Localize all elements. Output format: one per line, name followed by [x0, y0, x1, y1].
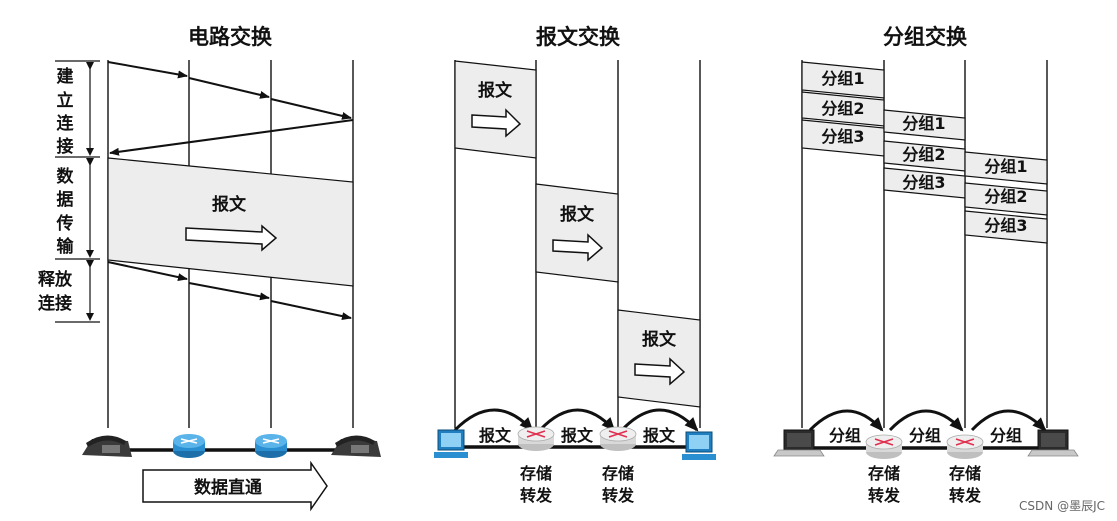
release-arrow-3	[270, 300, 352, 321]
router-icon	[517, 426, 555, 452]
message-band-3-label: 报文	[642, 329, 677, 350]
switch-icon	[172, 433, 206, 459]
svg-text:连: 连	[57, 113, 75, 134]
phase-setup-label: 建 立 连 接	[57, 66, 75, 157]
packet-label: 分组1	[984, 157, 1027, 176]
release-arrow-2	[188, 282, 270, 301]
svg-text:存储: 存储	[949, 464, 981, 483]
message-band-3	[617, 309, 701, 408]
svg-text:转发: 转发	[520, 486, 553, 505]
phase-transfer-label: 数 据 传 输	[56, 166, 75, 257]
packet-box	[801, 61, 885, 99]
link-label: 报文	[643, 426, 676, 445]
message-title: 报文交换	[536, 25, 621, 49]
svg-text:连接: 连接	[38, 293, 72, 314]
setup-arrow-2	[188, 77, 270, 99]
message-switching-panel: 报文交换 报文 报文 报文 报文 报文 报文 存储 转发 存储 转发	[433, 25, 717, 505]
packet-label: 分组2	[821, 99, 864, 118]
telephone-icon	[331, 435, 381, 457]
packet-box	[964, 151, 1048, 185]
link-label: 分组	[909, 426, 941, 445]
svg-text:存储: 存储	[520, 464, 552, 483]
hop-arrow	[888, 409, 964, 432]
circuit-data-band	[107, 157, 354, 287]
svg-text:立: 立	[57, 90, 74, 111]
message-arrow	[552, 233, 604, 262]
packet-label: 分组1	[821, 69, 864, 88]
link-label: 报文	[479, 426, 512, 445]
router-icon	[946, 434, 984, 460]
setup-arrow-1	[107, 61, 188, 79]
packet-box	[964, 210, 1048, 244]
svg-text:据: 据	[57, 189, 74, 210]
message-band-1-label: 报文	[478, 80, 513, 101]
hop-arrow	[538, 408, 616, 432]
release-arrow-1	[107, 261, 188, 282]
store-forward-label: 存储 转发	[520, 464, 553, 505]
message-band-1	[454, 60, 537, 159]
router-icon	[865, 434, 903, 460]
svg-text:转发: 转发	[949, 486, 982, 505]
packet-title: 分组交换	[883, 25, 968, 49]
packet-label: 分组3	[821, 127, 864, 146]
computer-icon	[433, 429, 469, 459]
hop-arrow	[453, 408, 534, 432]
message-arrow	[634, 357, 686, 386]
svg-text:数: 数	[57, 166, 75, 187]
packet-label: 分组2	[984, 187, 1027, 206]
svg-text:输: 输	[57, 236, 75, 257]
laptop-icon	[773, 429, 825, 457]
circuit-switching-panel: 电路交换 报文 建 立 连 接	[38, 25, 381, 512]
watermark: CSDN @墨辰JC	[1019, 499, 1105, 513]
link-label: 分组	[990, 426, 1022, 445]
store-forward-label: 存储 转发	[868, 464, 901, 505]
svg-text:转发: 转发	[868, 486, 901, 505]
packet-switching-panel: 分组交换 分组1 分组2 分组3 分组1 分组2 分组3 分组1 分组2 分组3	[773, 25, 1079, 505]
router-icon	[599, 426, 637, 452]
packet-box	[883, 109, 966, 141]
laptop-icon	[1027, 429, 1079, 457]
packet-box	[964, 182, 1048, 216]
setup-arrow-3	[270, 98, 352, 120]
svg-text:转发: 转发	[602, 486, 635, 505]
direct-data-label: 数据直通	[194, 477, 262, 498]
phase-release-label: 释放 连接	[38, 269, 73, 314]
circuit-message-arrow	[185, 224, 278, 252]
computer-icon	[681, 431, 717, 461]
circuit-title: 电路交换	[188, 25, 273, 49]
svg-text:存储: 存储	[868, 464, 900, 483]
phase-brackets	[55, 60, 100, 323]
telephone-icon	[82, 435, 132, 457]
svg-text:存储: 存储	[602, 464, 634, 483]
packet-label: 分组3	[902, 173, 945, 192]
store-forward-label: 存储 转发	[602, 464, 635, 505]
store-forward-label: 存储 转发	[949, 464, 982, 505]
packet-label: 分组3	[984, 216, 1027, 235]
link-label: 报文	[561, 426, 594, 445]
svg-text:建: 建	[57, 66, 74, 87]
hop-arrow	[620, 408, 699, 432]
message-band-2	[535, 183, 619, 283]
message-band-2-label: 报文	[560, 204, 595, 225]
hop-arrow	[970, 409, 1047, 432]
switch-icon	[254, 433, 288, 459]
svg-text:传: 传	[56, 213, 74, 234]
setup-ack-arrow	[109, 119, 354, 156]
hop-arrow	[808, 409, 884, 432]
circuit-message-label: 报文	[212, 194, 247, 215]
direct-data-arrow	[142, 460, 328, 512]
svg-text:释放: 释放	[38, 269, 73, 290]
packet-label: 分组2	[902, 145, 945, 164]
message-arrow	[471, 108, 522, 138]
packet-label: 分组1	[902, 114, 945, 133]
svg-text:接: 接	[57, 136, 74, 157]
link-label: 分组	[829, 426, 861, 445]
